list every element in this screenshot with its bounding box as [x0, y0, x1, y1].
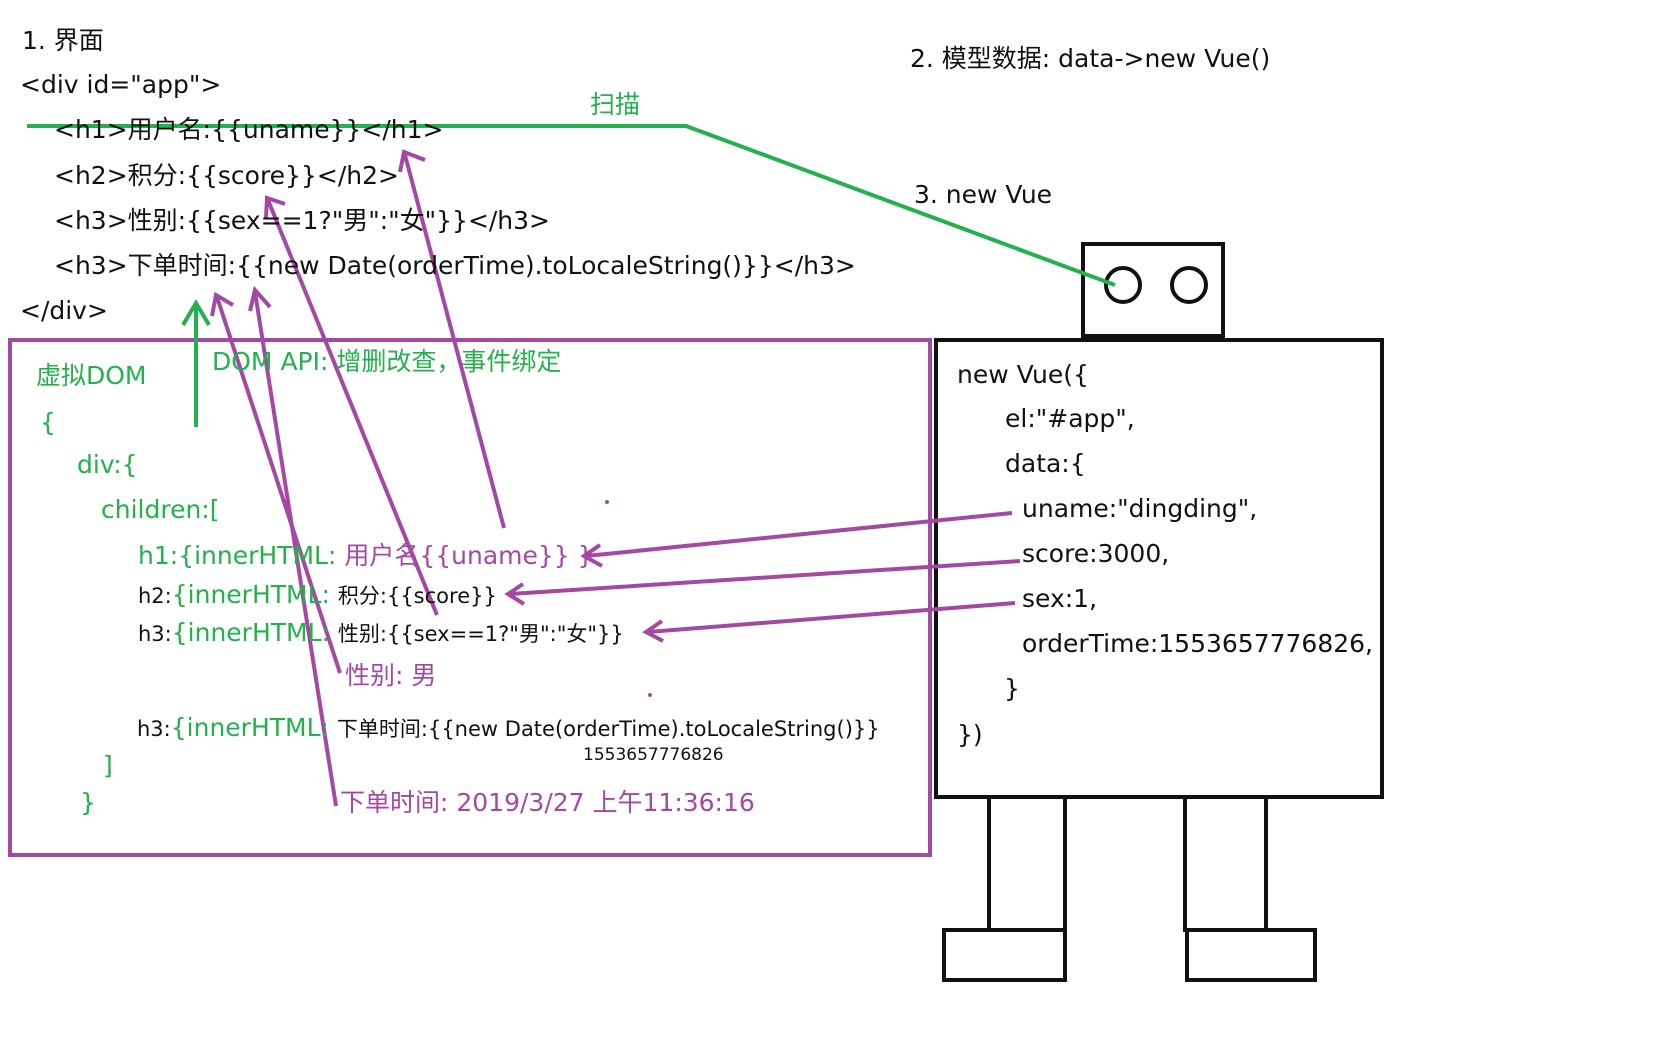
dom-api-label: DOM API: 增删改查，事件绑定: [212, 347, 562, 376]
vdom-row-tag: h3:: [138, 622, 172, 646]
vdom-row-h1: h1:{innerHTML: 用户名{{uname}} }: [138, 543, 594, 568]
vdom-sex-result: 性别: 男: [345, 661, 437, 690]
vdom-row-h2: h2:{innerHTML: 积分:{{score}}: [138, 582, 497, 607]
template-line-h3-time: <h3>下单时间:{{new Date(orderTime).toLocaleS…: [54, 251, 856, 280]
vdom-close-brace: }: [80, 788, 96, 817]
vdom-timestamp: 1553657776826: [583, 745, 724, 765]
vdom-row-value: 积分:{{score}}: [337, 584, 497, 608]
vdom-row-value: 用户名{{uname}} }: [344, 541, 594, 570]
vdom-row-key: {innerHTML:: [178, 541, 345, 570]
new-vue-label: 3. new Vue: [914, 180, 1053, 209]
scan-label: 扫描: [590, 90, 641, 119]
template-step-label: 1. 界面: [22, 26, 104, 55]
vue-code-line: new Vue({: [957, 360, 1089, 389]
robot-head: [1081, 242, 1225, 338]
vue-code-line: uname:"dingding",: [1022, 494, 1258, 523]
template-line-h2: <h2>积分:{{score}}</h2>: [54, 161, 399, 190]
vdom-close-bracket: ]: [103, 751, 113, 780]
robot-foot-left: [942, 928, 1067, 982]
vue-code-line: el:"#app",: [1005, 404, 1135, 433]
vdom-row-tag: h2:: [138, 584, 172, 608]
robot-eye-left: [1104, 266, 1142, 304]
arrow-uname: [580, 511, 1013, 568]
robot-leg-left: [987, 795, 1067, 932]
template-line-h1: <h1>用户名:{{uname}}</h1>: [54, 115, 444, 144]
vdom-row-value: 性别:{{sex==1?"男":"女"}}: [337, 622, 624, 646]
virtual-dom-children: children:[: [101, 495, 220, 524]
robot-foot-right: [1185, 928, 1317, 982]
vue-code-line: score:3000,: [1022, 539, 1170, 568]
virtual-dom-title: 虚拟DOM: [36, 361, 147, 390]
vdom-row-tag: h1:: [138, 541, 179, 570]
vue-code-line: data:{: [1005, 449, 1086, 478]
stray-dot: [605, 500, 609, 504]
vue-code-line: sex:1,: [1022, 584, 1098, 613]
robot-body: [934, 338, 1384, 799]
vdom-row-key: {innerHTML:: [170, 713, 337, 742]
arrow-to-h1: [398, 149, 506, 529]
arrow-score: [504, 559, 1021, 606]
robot-eye-right: [1170, 266, 1208, 304]
vdom-row-tag: h3:: [137, 717, 171, 741]
virtual-dom-open-brace: {: [40, 408, 56, 437]
vdom-row-h3-time: h3:{innerHTML: 下单时间:{{new Date(orderTime…: [137, 715, 880, 740]
stray-dot: [648, 693, 652, 697]
arrow-to-h3-time: [248, 285, 338, 807]
vdom-row-key: {innerHTML:: [171, 580, 338, 609]
template-line-h3-sex: <h3>性别:{{sex==1?"男":"女"}}</h3>: [54, 206, 551, 235]
template-line-div-close: </div>: [20, 296, 108, 325]
vue-code-line: }): [957, 720, 983, 749]
vue-code-line: orderTime:1553657776826,: [1022, 629, 1373, 658]
vdom-row-value: 下单时间:{{new Date(orderTime).toLocaleStrin…: [336, 717, 880, 741]
dom-api-arrow-head: [181, 299, 211, 327]
robot-leg-right: [1183, 795, 1268, 932]
template-line-div-open: <div id="app">: [20, 70, 222, 99]
model-data-label: 2. 模型数据: data->new Vue(): [910, 44, 1271, 73]
virtual-dom-div: div:{: [77, 450, 138, 479]
arrow-to-h3-sex: [210, 291, 342, 674]
arrow-to-h2: [264, 195, 439, 616]
vue-code-line: }: [1004, 674, 1020, 703]
arrow-sex: [642, 601, 1016, 643]
vdom-row-key: {innerHTML:: [171, 618, 338, 647]
vdom-row-h3-sex: h3:{innerHTML: 性别:{{sex==1?"男":"女"}}: [138, 620, 624, 645]
scan-line: [27, 124, 1116, 287]
vdom-time-result: 下单时间: 2019/3/27 上午11:36:16: [340, 788, 755, 817]
virtual-dom-box: [8, 338, 932, 857]
